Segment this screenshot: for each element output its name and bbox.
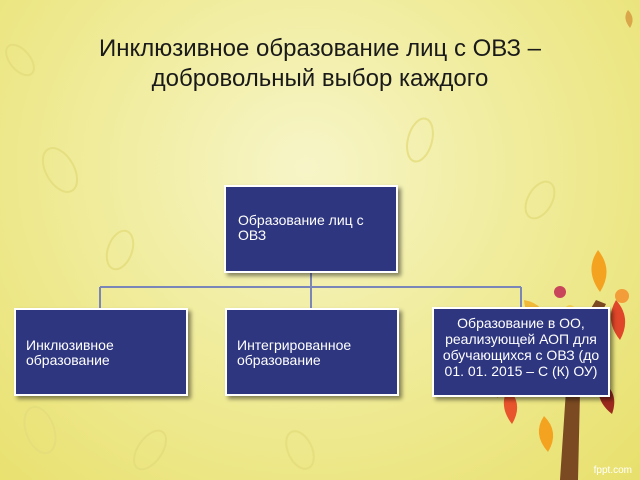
- diagram-root-node: Образование лиц с ОВЗ: [224, 185, 398, 273]
- diagram-child-label: Интегрированное образование: [237, 337, 352, 368]
- diagram-child-node-integrated: Интегрированное образование: [225, 308, 399, 396]
- diagram-root-label: Образование лиц с ОВЗ: [238, 212, 364, 243]
- diagram-child-node-special-school: Образование в ОО, реализующей АОП для об…: [432, 307, 610, 397]
- diagram-child-label: Образование в ОО, реализующей АОП для об…: [442, 315, 600, 379]
- diagram-child-node-inclusive: Инклюзивное образование: [14, 308, 188, 396]
- slide-title: Инклюзивное образование лиц с ОВЗ – добр…: [98, 35, 542, 92]
- watermark: fppt.com: [593, 465, 632, 476]
- diagram-child-label: Инклюзивное образование: [26, 337, 114, 368]
